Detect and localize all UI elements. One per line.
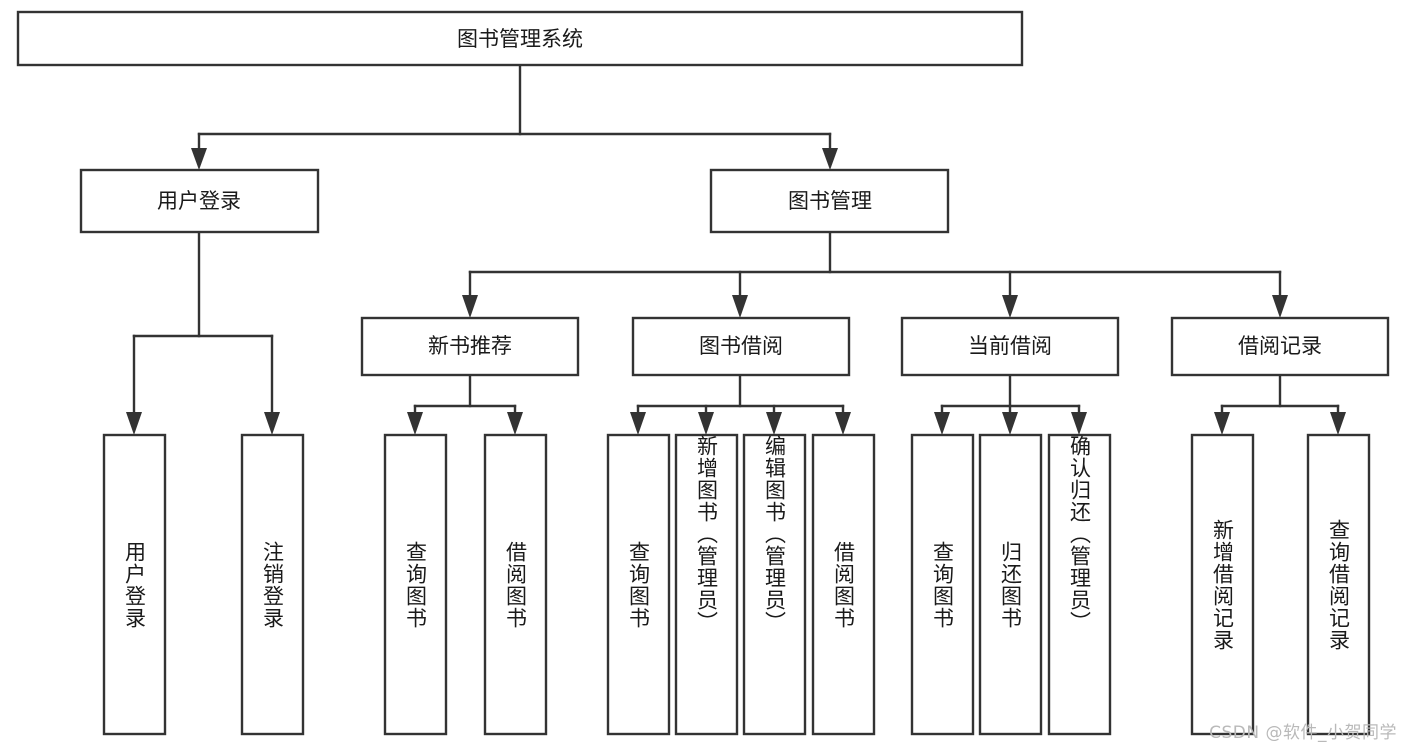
node-new-book-rec-label: 新书推荐 bbox=[428, 334, 512, 358]
arrowhead-borrow-record bbox=[1272, 295, 1288, 318]
node-current-borrow-label: 当前借阅 bbox=[968, 334, 1052, 358]
node-borrow-record[interactable] bbox=[1170, 316, 1390, 377]
arrowhead-leaf-add-record bbox=[1214, 412, 1230, 435]
node-leaf-query-book-1[interactable] bbox=[383, 433, 448, 736]
arrowhead-leaf-confirm-return bbox=[1071, 412, 1087, 435]
node-leaf-query-book-3[interactable] bbox=[910, 433, 975, 736]
arrowhead-leaf-borrow-book-1 bbox=[507, 412, 523, 435]
node-leaf-user-login[interactable] bbox=[102, 433, 167, 736]
arrowhead-leaf-edit-book bbox=[766, 412, 782, 435]
node-user-login[interactable] bbox=[79, 168, 320, 234]
node-leaf-edit-book[interactable] bbox=[742, 433, 807, 736]
node-leaf-return-book[interactable] bbox=[978, 433, 1043, 736]
node-book-borrow-label: 图书借阅 bbox=[699, 334, 783, 358]
arrowhead-user-login bbox=[191, 148, 207, 170]
node-leaf-borrow-book-2[interactable] bbox=[811, 433, 876, 736]
arrowhead-leaf-query-book-2 bbox=[630, 412, 646, 435]
node-leaf-query-book-2[interactable] bbox=[606, 433, 671, 736]
arrowhead-book-borrow bbox=[732, 295, 748, 318]
node-group: 图书管理系统 用户登录 图书管理 新书推荐 图书借阅 当前借阅 借阅记录 bbox=[16, 10, 1390, 736]
arrowhead-current-borrow bbox=[1002, 295, 1018, 318]
node-user-login-label: 用户登录 bbox=[157, 189, 241, 213]
node-book-borrow[interactable] bbox=[631, 316, 851, 377]
node-borrow-record-label: 借阅记录 bbox=[1238, 334, 1322, 358]
node-leaf-query-record[interactable] bbox=[1306, 433, 1371, 736]
arrowhead-leaf-query-book-3 bbox=[934, 412, 950, 435]
arrowhead-leaf-add-book bbox=[698, 412, 714, 435]
node-root[interactable] bbox=[16, 10, 1024, 67]
node-leaf-add-record[interactable] bbox=[1190, 433, 1255, 736]
arrowhead-leaf-query-record bbox=[1330, 412, 1346, 435]
node-leaf-borrow-book-1[interactable] bbox=[483, 433, 548, 736]
arrowhead-leaf-borrow-book-2 bbox=[835, 412, 851, 435]
watermark-text: CSDN @软件_小贺同学 bbox=[1209, 723, 1397, 743]
arrowhead-new-book-rec bbox=[462, 295, 478, 318]
node-leaf-add-book[interactable] bbox=[674, 433, 739, 736]
node-new-book-rec[interactable] bbox=[360, 316, 580, 377]
node-book-manage-label: 图书管理 bbox=[788, 189, 872, 213]
node-current-borrow[interactable] bbox=[900, 316, 1120, 377]
arrowhead-leaf-user-login bbox=[126, 412, 142, 435]
arrowhead-leaf-return-book bbox=[1002, 412, 1018, 435]
node-root-label: 图书管理系统 bbox=[457, 27, 583, 51]
connector-group bbox=[126, 63, 1346, 435]
node-leaf-confirm-return[interactable] bbox=[1047, 433, 1112, 736]
arrowhead-leaf-query-book-1 bbox=[407, 412, 423, 435]
arrowhead-leaf-logout bbox=[264, 412, 280, 435]
node-leaf-logout[interactable] bbox=[240, 433, 305, 736]
arrowhead-book-manage bbox=[822, 148, 838, 170]
node-book-manage[interactable] bbox=[709, 168, 950, 234]
